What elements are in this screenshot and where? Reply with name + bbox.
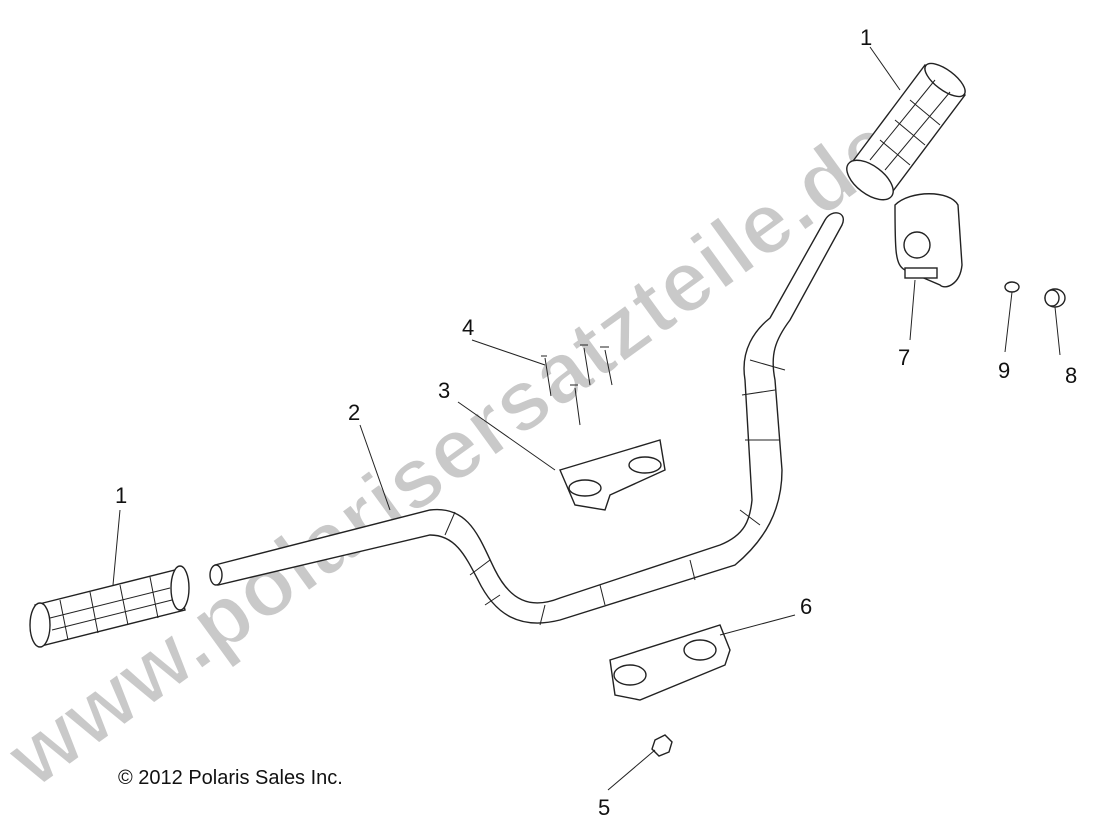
callout-7: 7 xyxy=(898,345,910,370)
callout-5: 5 xyxy=(598,795,610,820)
grip-right xyxy=(846,62,966,201)
grip-left xyxy=(29,565,190,648)
pad xyxy=(894,193,963,288)
upper-clamp xyxy=(559,439,666,511)
callout-9: 9 xyxy=(998,358,1010,383)
callout-4: 4 xyxy=(462,315,474,340)
callout-8: 8 xyxy=(1065,363,1077,388)
handlebar xyxy=(209,212,844,626)
plug xyxy=(1044,288,1066,308)
callout-2: 2 xyxy=(348,400,360,425)
callout-3: 3 xyxy=(438,378,450,403)
copyright: © 2012 Polaris Sales Inc. xyxy=(118,767,343,789)
callout-1-left: 1 xyxy=(115,483,127,508)
nut xyxy=(651,734,673,757)
callout-1-right: 1 xyxy=(860,25,872,50)
bolts xyxy=(541,344,613,426)
lower-clamp xyxy=(609,624,731,701)
callout-6: 6 xyxy=(800,594,812,619)
small-plug xyxy=(1004,281,1020,293)
